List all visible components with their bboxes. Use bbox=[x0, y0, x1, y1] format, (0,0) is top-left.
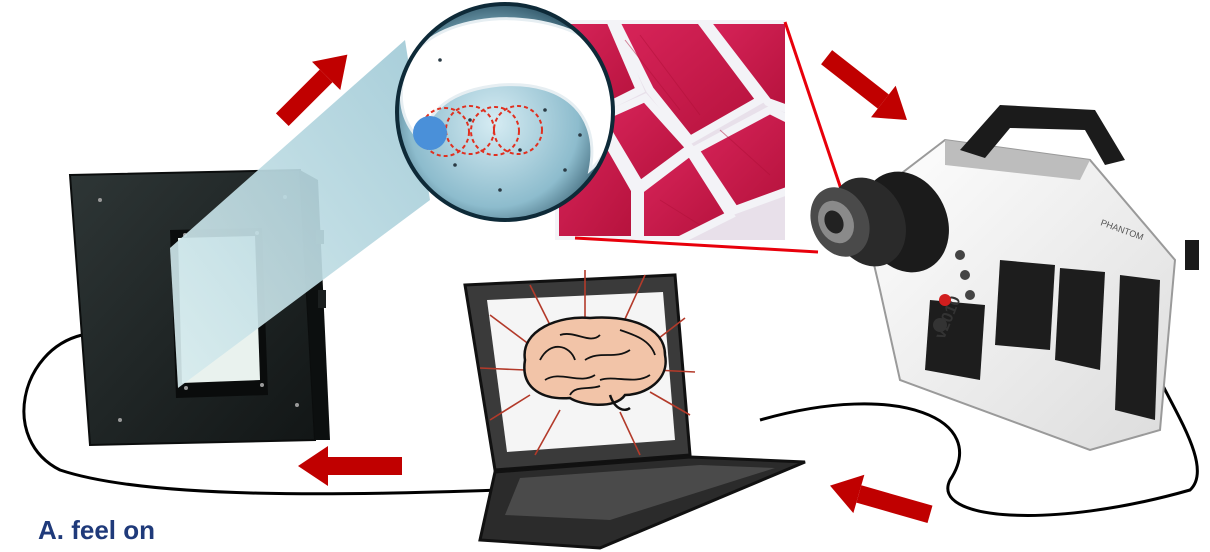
laptop-icon bbox=[465, 275, 805, 548]
target-spot bbox=[413, 116, 447, 150]
figure-caption: A. feel on bbox=[38, 515, 155, 545]
arrow-camera-to-laptop bbox=[825, 466, 936, 533]
high-speed-camera-icon: v2010 PHANTOM bbox=[799, 105, 1199, 450]
arrow-laptop-to-slm bbox=[298, 446, 402, 486]
arrow-sample-to-camera bbox=[814, 41, 919, 135]
